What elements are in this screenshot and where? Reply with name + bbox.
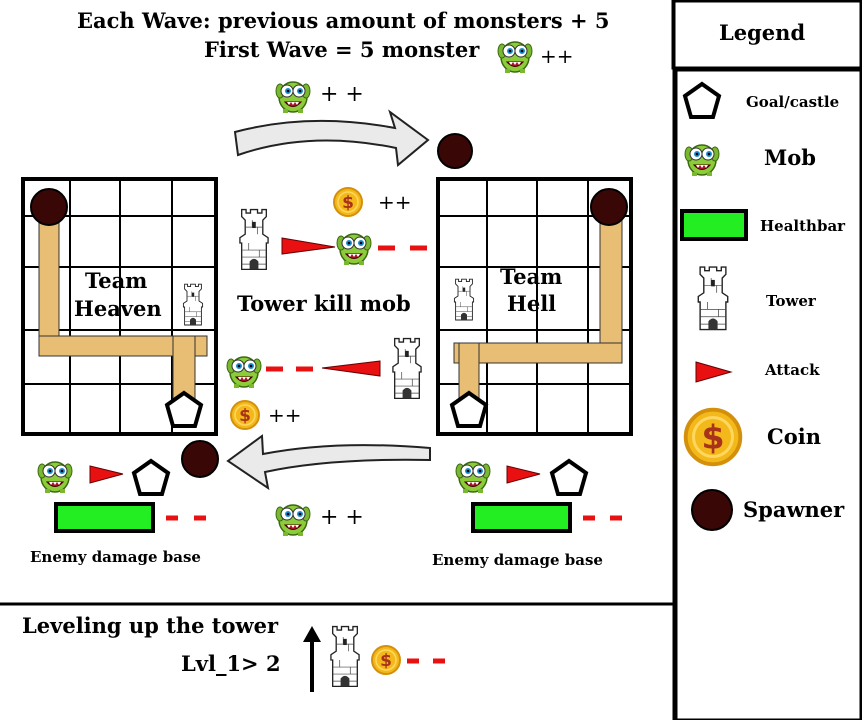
left-healthbar-icon (54, 502, 155, 533)
top-spawner-icon (437, 133, 473, 169)
hell-spawner-icon (590, 188, 628, 226)
top-flow-arrow (233, 109, 430, 167)
legend-label-healthbar: Healthbar (760, 217, 846, 235)
legend-spawner-icon (691, 489, 733, 531)
center-tower-right-icon (392, 337, 422, 400)
tower-kill-mob-label: Tower kill mob (237, 291, 411, 316)
legend-mob-icon (684, 144, 720, 177)
center-mob-top-icon (336, 233, 372, 266)
heaven-spawner-icon (30, 188, 68, 226)
legend-label-goal: Goal/castle (746, 93, 840, 111)
bottom-flow-arrow (226, 434, 431, 491)
hell-tower-icon (453, 278, 475, 321)
header-plusplus: ++ (540, 44, 574, 68)
left-enemy-damage-label: Enemy damage base (30, 548, 201, 566)
center-coin-top-icon (333, 187, 363, 217)
legend-tower-icon (697, 266, 729, 331)
header-mob-icon (497, 41, 533, 74)
team-heaven-line1: Team (85, 268, 148, 293)
level-tower-icon (330, 625, 360, 688)
right-healthbar-icon (471, 502, 572, 533)
right-enemy-damage-label: Enemy damage base (432, 551, 603, 569)
center-tower-left-icon (239, 208, 269, 271)
legend-label-spawner: Spawner (743, 497, 845, 522)
legend-label-attack: Attack (765, 361, 820, 379)
legend-title: Legend (719, 20, 806, 45)
heaven-tower-icon (182, 283, 204, 326)
leveling-level-text: Lvl_1> 2 (181, 651, 281, 676)
bottom-flow-plus: + + (320, 505, 364, 530)
center-coin-plus-bottom: ++ (268, 403, 302, 427)
leveling-title: Leveling up the tower (22, 613, 279, 638)
header-line1: Each Wave: previous amount of monsters +… (77, 8, 610, 33)
level-up-arrow-head (303, 626, 321, 642)
left-damage-castle-icon (132, 459, 170, 496)
team-hell-line2: Hell (507, 291, 557, 316)
legend-attack-icon (695, 361, 733, 383)
legend-pentagon-icon (683, 82, 721, 119)
team-hell-line1: Team (500, 264, 563, 289)
legend-box (674, 68, 862, 720)
team-heaven-line2: Heaven (74, 296, 162, 321)
level-coin-icon (371, 645, 401, 675)
attack-arrow-right (281, 237, 336, 255)
bottom-flow-mob-icon (275, 504, 311, 537)
top-flow-plus: + + (320, 82, 364, 107)
right-damage-attack-icon (506, 465, 541, 484)
legend-coin-icon (683, 407, 743, 467)
header-line2: First Wave = 5 monster (204, 37, 480, 62)
left-damage-attack-icon (89, 465, 124, 484)
right-damage-castle-icon (550, 459, 588, 496)
bottom-spawner-icon (181, 440, 219, 478)
legend-label-coin: Coin (767, 424, 821, 449)
legend-healthbar-icon (680, 209, 748, 241)
center-mob-bottom-icon (226, 356, 262, 389)
attack-arrow-left (321, 360, 381, 377)
center-coin-bottom-icon (230, 400, 260, 430)
legend-label-mob: Mob (764, 145, 816, 170)
right-damage-mob-icon (455, 461, 491, 494)
left-damage-mob-icon (37, 461, 73, 494)
legend-label-tower: Tower (766, 292, 816, 310)
top-flow-mob-icon (275, 81, 311, 114)
center-coin-plus-top: ++ (378, 190, 412, 214)
